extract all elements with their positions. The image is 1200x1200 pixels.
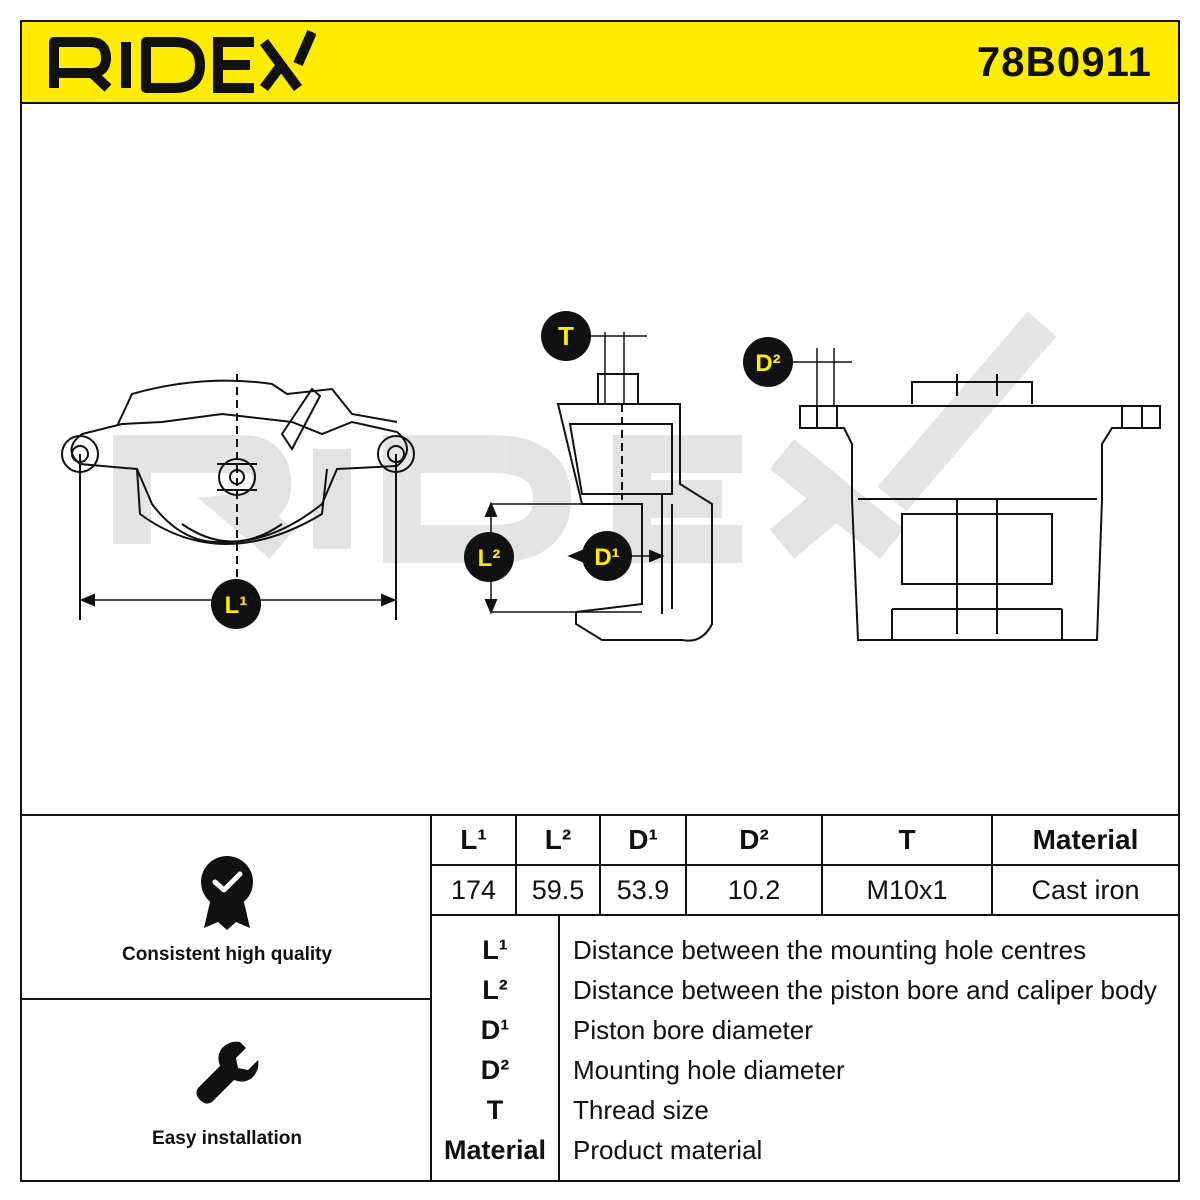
technical-drawing: T D² L² D¹ L¹ [61, 311, 1161, 642]
spec-value-t: M10x1 [821, 864, 993, 916]
wrench-icon [196, 1041, 259, 1104]
legend-text: Thread size [573, 1095, 709, 1125]
spec-header-d2: D² [685, 816, 823, 866]
quality-badge-icon [201, 856, 253, 930]
spec-value-l2: 59.5 [515, 864, 601, 916]
spec-value-l1: 174 [432, 864, 517, 916]
legend-divider [558, 916, 560, 1182]
legend-key: L² [482, 975, 508, 1005]
spec-value-row: 174 59.5 53.9 10.2 M10x1 Cast iron [432, 864, 1178, 916]
legend-row: L¹ Distance between the mounting hole ce… [432, 930, 1178, 970]
header-bar: 78B0911 [22, 22, 1178, 104]
callout-l2-label: L² [478, 545, 501, 572]
info-section: Consistent high quality Easy installatio… [22, 814, 1178, 1182]
legend-row: D² Mounting hole diameter [432, 1050, 1178, 1090]
legend-text: Distance between the piston bore and cal… [573, 975, 1157, 1005]
callout-d2-label: D² [755, 350, 780, 377]
legend-key: Material [443, 1135, 547, 1165]
caliper-side-view [792, 348, 1161, 641]
feature-quality: Consistent high quality [22, 816, 432, 1000]
brand-logo [49, 29, 316, 93]
spec-value-d1: 53.9 [599, 864, 687, 916]
callout-l1: L¹ [211, 579, 261, 629]
legend-key: D² [480, 1055, 510, 1085]
watermark-logo [113, 311, 1057, 563]
callout-t: T [541, 311, 591, 361]
legend-row: D¹ Piston bore diameter [432, 1010, 1178, 1050]
callout-d1: D¹ [582, 531, 632, 581]
spec-header-d1: D¹ [599, 816, 687, 866]
callout-d1-label: D¹ [594, 544, 619, 571]
legend-row: T Thread size [432, 1090, 1178, 1130]
product-sheet: 78B0911 [20, 20, 1180, 1182]
legend-key: T [486, 1095, 504, 1125]
part-number: 78B0911 [976, 38, 1152, 85]
legend-text: Mounting hole diameter [573, 1055, 845, 1085]
feature-quality-label: Consistent high quality [121, 944, 333, 965]
legend-text: Distance between the mounting hole centr… [573, 935, 1087, 965]
legend-row: Material Product material [432, 1130, 1178, 1170]
legend-text: Product material [573, 1135, 763, 1165]
callout-d2: D² [743, 337, 793, 387]
callout-l1-label: L¹ [225, 592, 248, 619]
spec-header-row: L¹ L² D¹ D² T Material [432, 816, 1178, 866]
spec-header-l2: L² [515, 816, 601, 866]
legend-text: Piston bore diameter [573, 1015, 813, 1045]
legend-row: L² Distance between the piston bore and … [432, 970, 1178, 1010]
caliper-section-view [484, 332, 713, 642]
spec-value-material: Cast iron [991, 864, 1178, 916]
spec-value-d2: 10.2 [685, 864, 823, 916]
feature-installation: Easy installation [22, 1000, 432, 1182]
legend-key: D¹ [480, 1015, 510, 1045]
spec-header-material: Material [991, 816, 1178, 866]
callout-t-label: T [558, 321, 574, 351]
legend: L¹ Distance between the mounting hole ce… [432, 916, 1178, 1182]
spec-header-l1: L¹ [432, 816, 517, 866]
callout-l2: L² [464, 532, 514, 582]
feature-installation-label: Easy installation [152, 1128, 302, 1149]
spec-table: L¹ L² D¹ D² T Material 174 59.5 53.9 10.… [432, 816, 1178, 916]
legend-key: L¹ [482, 935, 508, 965]
spec-header-t: T [821, 816, 993, 866]
